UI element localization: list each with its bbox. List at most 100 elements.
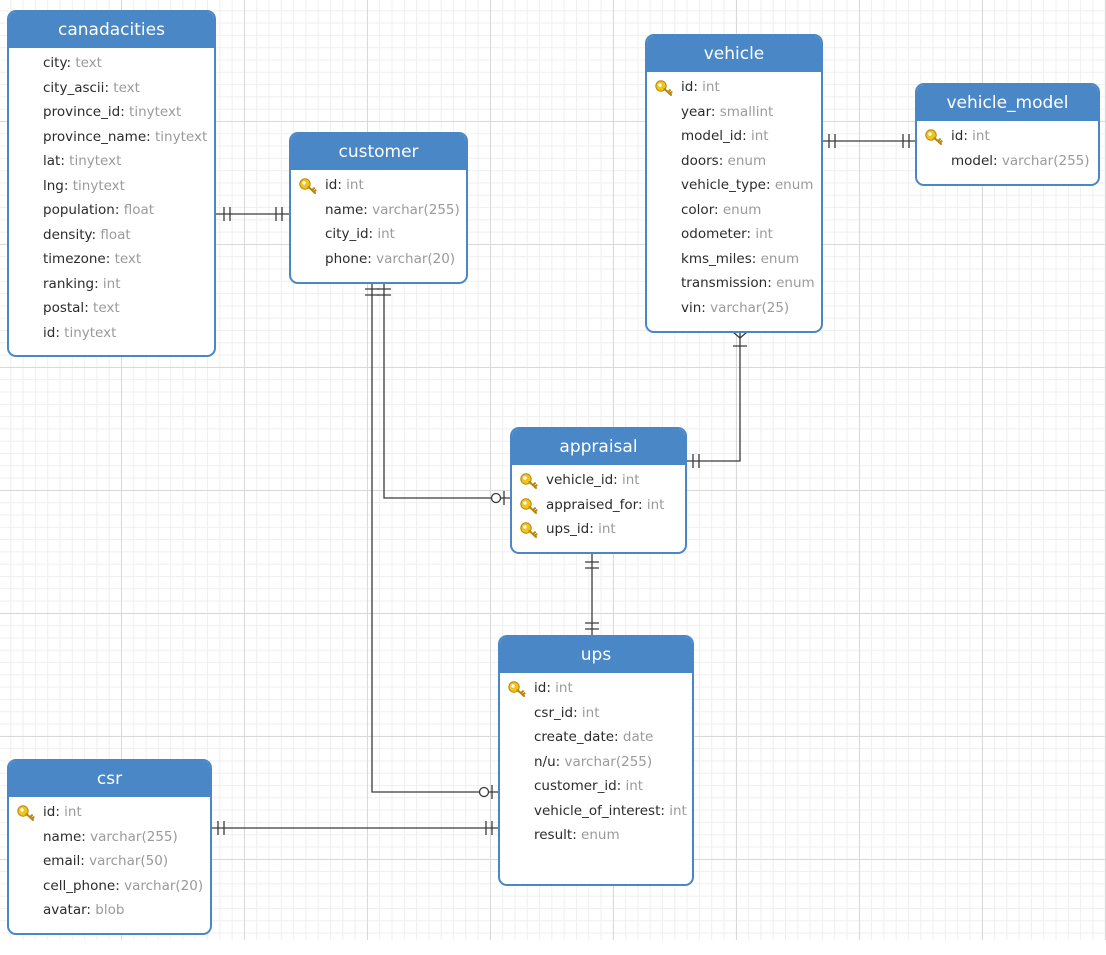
column-name: ups_id xyxy=(546,521,590,537)
column-row[interactable]: id: tinytext xyxy=(9,321,214,346)
column-name: name xyxy=(43,828,82,845)
column-name: id xyxy=(43,324,56,341)
rel-vehicle-vehicle-model[interactable] xyxy=(822,134,916,148)
column-type: varchar(20) xyxy=(376,250,456,267)
column-type: tinytext xyxy=(72,177,125,194)
column-separator: : xyxy=(60,153,70,169)
column-name: id xyxy=(325,177,338,193)
column-row[interactable]: odometer: int xyxy=(647,222,821,247)
column-row[interactable]: phone: varchar(20) xyxy=(291,247,466,272)
column-row[interactable]: transmission: enum xyxy=(647,271,821,296)
column-type: varchar(20) xyxy=(124,877,204,894)
column-row[interactable]: result: enum xyxy=(500,823,692,848)
column-type: int xyxy=(377,226,395,242)
column-name: n/u xyxy=(534,753,556,770)
column-type: tinytext xyxy=(69,153,122,169)
column-separator: : xyxy=(66,55,76,71)
column-row[interactable]: ranking: int xyxy=(9,272,214,297)
column-row[interactable]: year: smallint xyxy=(647,100,821,125)
column-row[interactable]: name: varchar(255) xyxy=(9,825,210,850)
table-title: vehicle_model xyxy=(917,85,1098,121)
column-row[interactable]: id: int xyxy=(917,124,1098,149)
rel-csr-ups[interactable] xyxy=(211,821,499,835)
column-row[interactable]: population: float xyxy=(9,198,214,223)
key-icon xyxy=(924,127,946,145)
column-row[interactable]: color: enum xyxy=(647,198,821,223)
column-type: tinytext xyxy=(64,324,117,341)
column-row[interactable]: csr_id: int xyxy=(500,701,692,726)
rel-canadacities-customer[interactable] xyxy=(216,207,290,221)
column-row[interactable]: kms_miles: enum xyxy=(647,247,821,272)
rel-appraisal-ups[interactable] xyxy=(585,553,599,636)
column-type: int xyxy=(755,226,773,242)
table-title: csr xyxy=(9,761,210,797)
column-row[interactable]: model: varchar(255) xyxy=(917,149,1098,174)
column-row[interactable]: vehicle_of_interest: int xyxy=(500,799,692,824)
column-row[interactable]: model_id: int xyxy=(647,124,821,149)
column-name: ranking xyxy=(43,275,95,292)
column-separator: : xyxy=(614,729,623,745)
column-row[interactable]: n/u: varchar(255) xyxy=(500,750,692,775)
column-row[interactable]: density: float xyxy=(9,223,214,248)
column-type: int xyxy=(555,680,573,696)
column-separator: : xyxy=(81,828,91,845)
column-type: varchar(255) xyxy=(372,201,460,218)
column-row[interactable]: cell_phone: varchar(20) xyxy=(9,874,210,899)
column-type: int xyxy=(598,521,616,537)
column-row[interactable]: name: varchar(255) xyxy=(291,198,466,223)
column-row[interactable]: id: int xyxy=(291,173,466,198)
column-row[interactable]: city_id: int xyxy=(291,222,466,247)
column-separator: : xyxy=(613,472,622,488)
column-type: int xyxy=(581,704,600,721)
table-title: vehicle xyxy=(647,36,821,72)
column-row[interactable]: province_name: tinytext xyxy=(9,125,214,150)
column-name: year xyxy=(681,103,711,120)
column-row[interactable]: lng: tinytext xyxy=(9,174,214,199)
rel-customer-ups[interactable] xyxy=(365,283,499,799)
column-separator: : xyxy=(555,753,565,770)
column-row[interactable]: lat: tinytext xyxy=(9,149,214,174)
column-type: varchar(50) xyxy=(89,853,169,869)
column-name: lng xyxy=(43,177,64,194)
column-row[interactable]: id: int xyxy=(9,800,210,825)
column-type: int xyxy=(102,275,121,292)
column-row[interactable]: create_date: date xyxy=(500,725,692,750)
column-row[interactable]: timezone: text xyxy=(9,247,214,272)
column-row[interactable]: appraised_for: int xyxy=(512,493,685,518)
column-row[interactable]: email: varchar(50) xyxy=(9,849,210,874)
column-name: email xyxy=(43,853,81,869)
column-row[interactable]: customer_id: int xyxy=(500,774,692,799)
column-row[interactable]: id: int xyxy=(500,676,692,701)
column-row[interactable]: doors: enum xyxy=(647,149,821,174)
column-row[interactable]: province_id: tinytext xyxy=(9,100,214,125)
column-row[interactable]: vehicle_type: enum xyxy=(647,173,821,198)
column-type: int xyxy=(669,802,687,819)
column-separator: : xyxy=(367,250,377,267)
column-row[interactable]: ups_id: int xyxy=(512,517,685,542)
column-name: vehicle_type xyxy=(681,177,766,193)
rel-vehicle-appraisal[interactable] xyxy=(686,331,748,468)
column-name: doors xyxy=(681,152,719,169)
column-name: model xyxy=(951,152,994,169)
column-separator: : xyxy=(751,250,761,267)
column-separator: : xyxy=(742,128,751,144)
column-row[interactable]: vin: varchar(25) xyxy=(647,296,821,321)
column-separator: : xyxy=(993,152,1002,169)
column-separator: : xyxy=(80,853,90,869)
column-row[interactable]: vehicle_id: int xyxy=(512,468,685,493)
column-row[interactable]: city: text xyxy=(9,51,214,76)
column-row[interactable]: avatar: blob xyxy=(9,898,210,923)
rel-customer-appraisal[interactable] xyxy=(377,283,511,505)
column-row[interactable]: id: int xyxy=(647,75,821,100)
column-separator: : xyxy=(105,251,115,267)
column-row[interactable]: postal: text xyxy=(9,296,214,321)
column-row[interactable]: city_ascii: text xyxy=(9,76,214,101)
